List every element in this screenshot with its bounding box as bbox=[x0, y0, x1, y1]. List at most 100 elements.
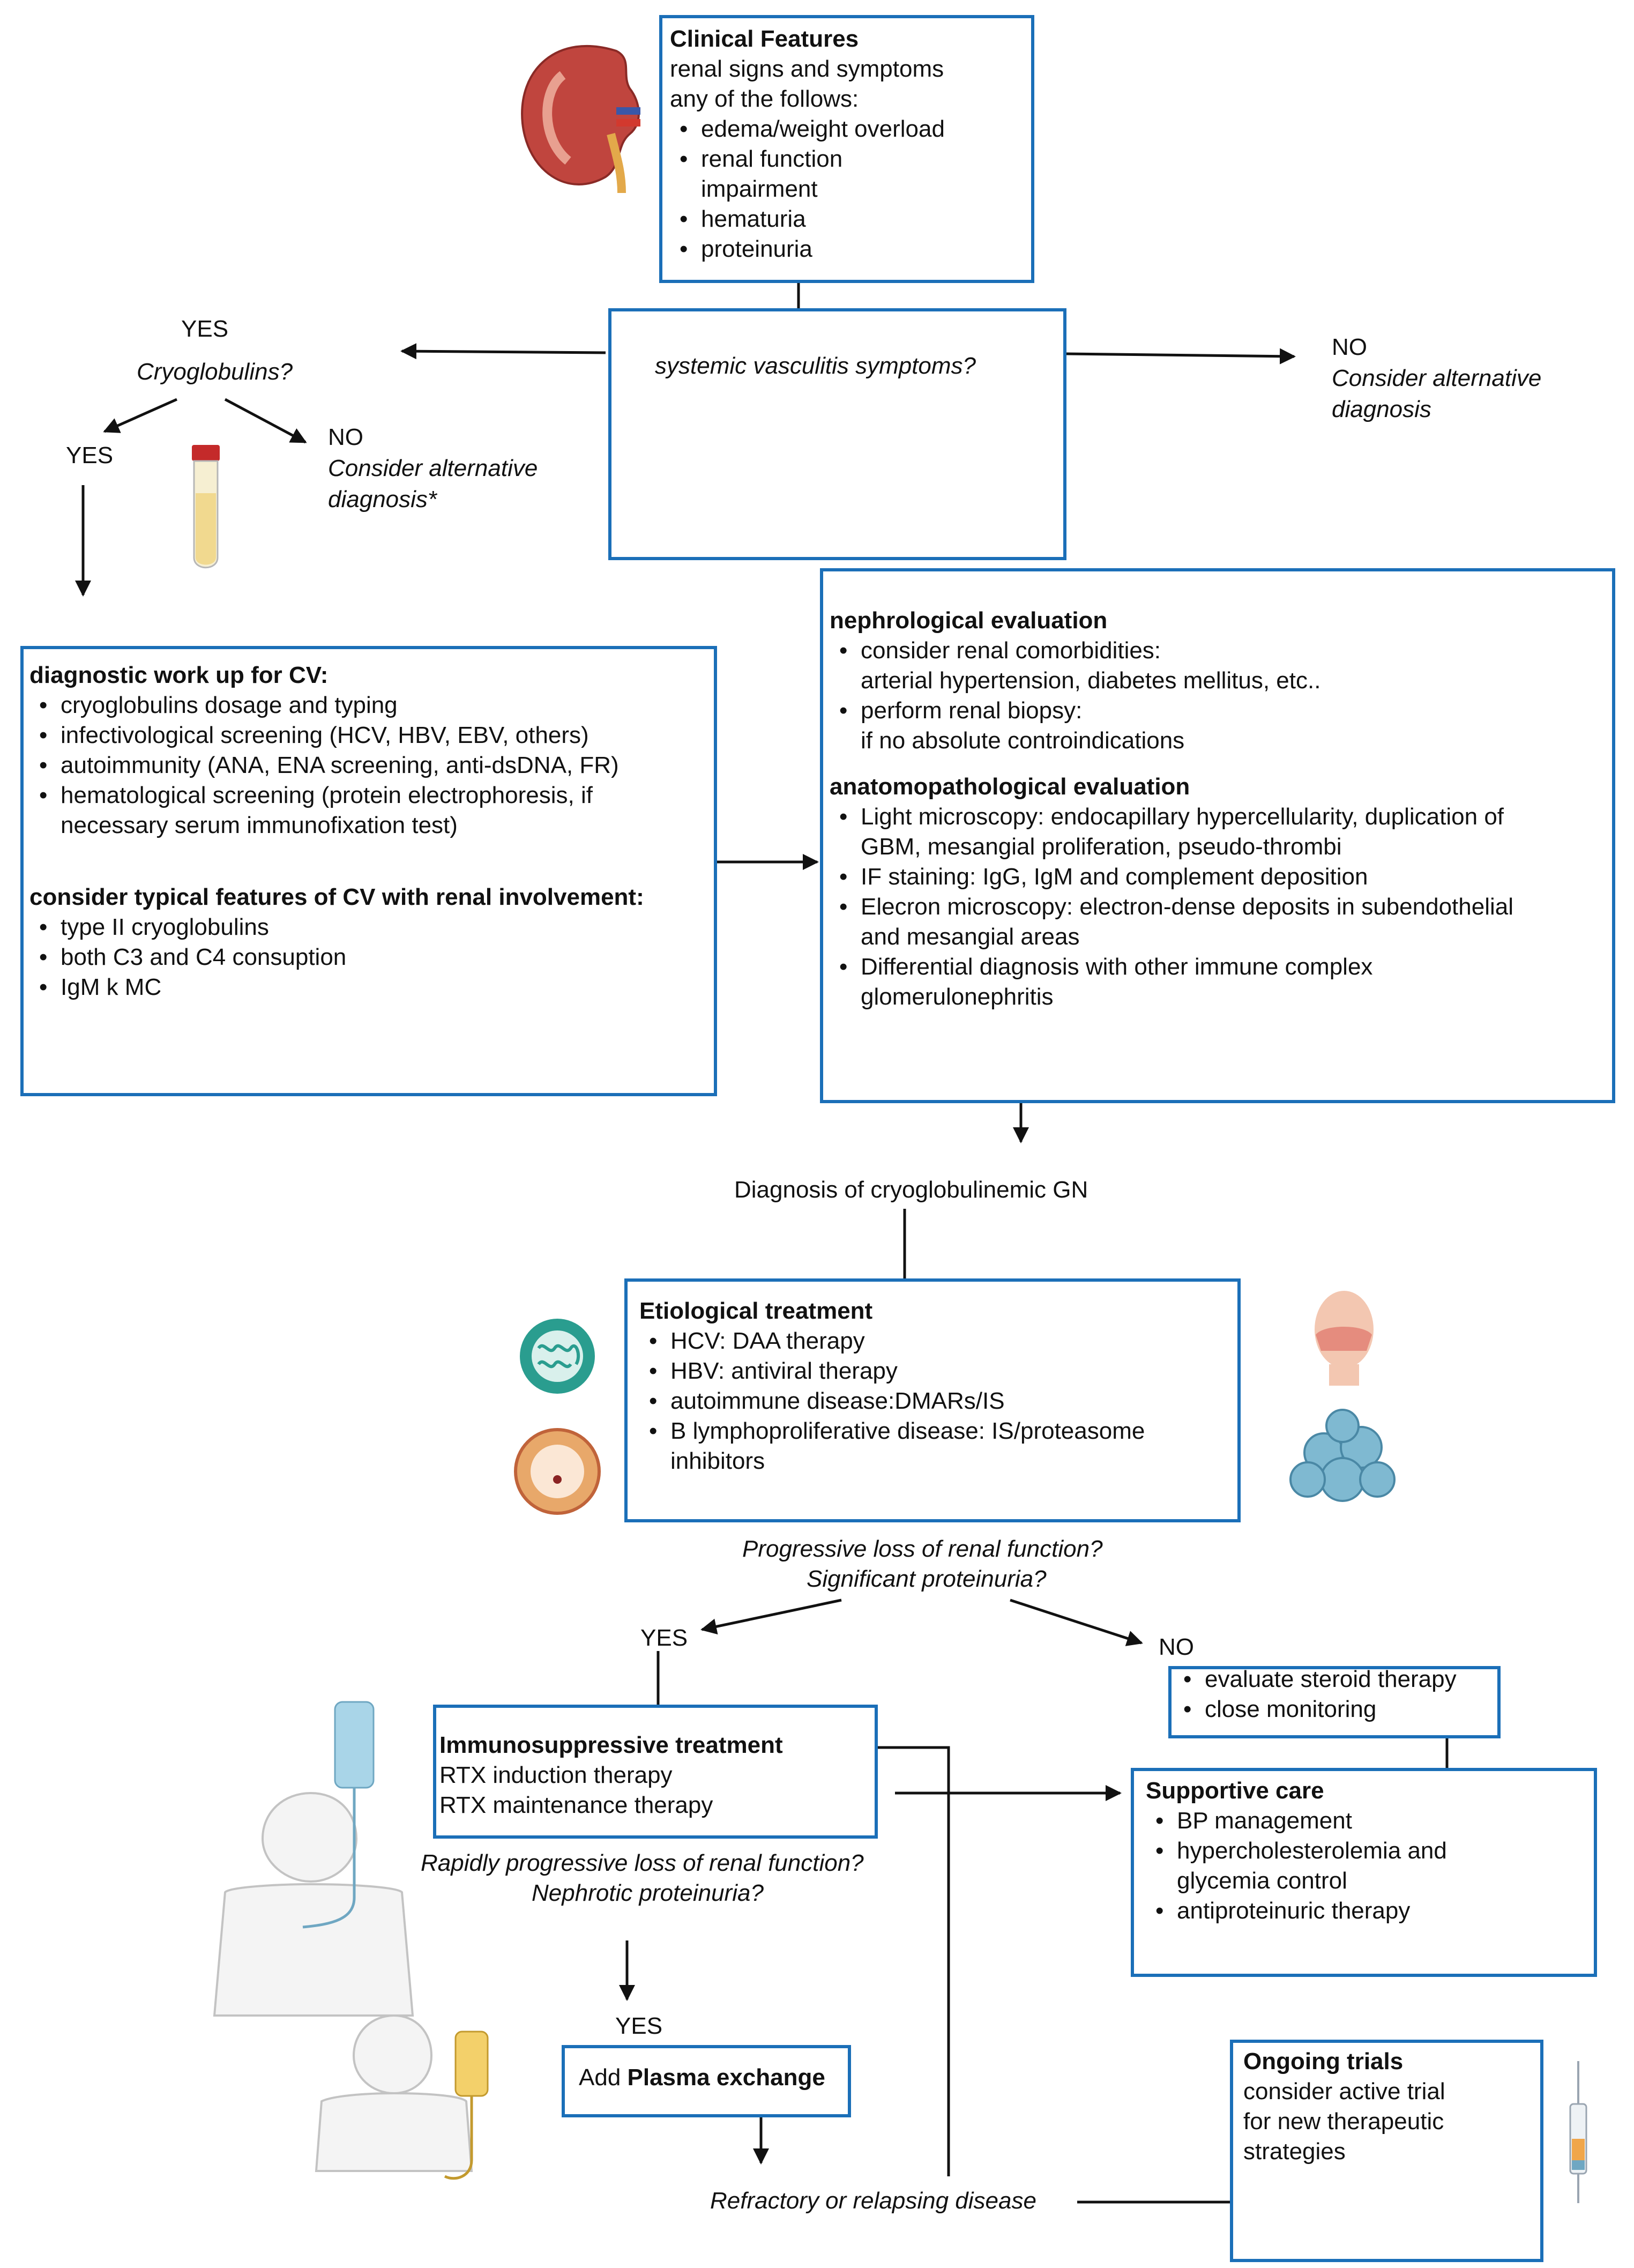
supportive-item-cholesterol: hypercholesterolemia and bbox=[1146, 1836, 1447, 1866]
anatomopathological-title: anatomopathological evaluation bbox=[830, 774, 1190, 800]
trials-content: Ongoing trials consider active trial for… bbox=[1243, 2047, 1445, 2167]
steroid-item-monitoring: close monitoring bbox=[1174, 1694, 1457, 1724]
cryoglobulins-question: Cryoglobulins? bbox=[137, 359, 293, 385]
clinical-item-renal-function: renal function bbox=[670, 144, 945, 174]
nephro-item-biopsy: perform renal biopsy: bbox=[830, 696, 1513, 726]
progress-question-line-1: Progressive loss of renal function? bbox=[742, 1536, 1103, 1562]
plasma-exchange-content: Add Plasma exchange bbox=[579, 2063, 825, 2093]
workup-typical-item-c3c4: both C3 and C4 consuption bbox=[29, 942, 644, 972]
vasculitis-box bbox=[608, 308, 1066, 560]
etiological-item-lymphoproliferative: B lymphoproliferative disease: IS/protea… bbox=[639, 1416, 1145, 1446]
supportive-item-bp: BP management bbox=[1146, 1806, 1447, 1836]
nephro-item-biopsy-cont: if no absolute controindications bbox=[861, 727, 1185, 754]
anat-item-if-staining: IF staining: IgG, IgM and complement dep… bbox=[830, 862, 1513, 892]
etiological-item-lymphoproliferative-cont: inhibitors bbox=[670, 1448, 765, 1474]
arrow-refractory-to-immuno bbox=[850, 1739, 950, 2176]
syringe-icon bbox=[1569, 2061, 1587, 2203]
yes-plasma-label: YES bbox=[615, 2013, 663, 2039]
lymphoproliferative-cells-icon bbox=[1289, 1409, 1396, 1502]
left-yes-label: YES bbox=[181, 316, 229, 342]
cryo-no-label: NO bbox=[328, 424, 363, 450]
vasculitis-question: systemic vasculitis symptoms? bbox=[655, 353, 976, 379]
clinical-item-renal-function-cont: impairment bbox=[701, 176, 818, 202]
nephrological-evaluation-content: nephrological evaluation consider renal … bbox=[830, 606, 1513, 1012]
etiological-title: Etiological treatment bbox=[639, 1298, 873, 1324]
steroid-item-evaluate: evaluate steroid therapy bbox=[1174, 1664, 1457, 1694]
trials-line-2: for new therapeutic bbox=[1243, 2108, 1444, 2135]
arrow-question-to-no bbox=[1010, 1598, 1143, 1646]
right-no-label: NO bbox=[1332, 334, 1367, 360]
arrow-vasculitis-to-no bbox=[1066, 348, 1296, 365]
patient-plasma-icon bbox=[315, 2014, 489, 2180]
clinical-item-hematuria: hematuria bbox=[670, 204, 945, 234]
immuno-line-1: RTX induction therapy bbox=[439, 1762, 673, 1788]
plasma-prefix: Add bbox=[579, 2064, 628, 2091]
nephro-item-comorbidities-cont: arterial hypertension, diabetes mellitus… bbox=[861, 667, 1321, 694]
hbv-virus-icon bbox=[514, 1428, 601, 1515]
rapid-question-line-1: Rapidly progressive loss of renal functi… bbox=[421, 1850, 864, 1876]
cryo-yes-label: YES bbox=[66, 442, 114, 469]
anat-item-light-microscopy-cont: GBM, mesangial proliferation, pseudo-thr… bbox=[861, 834, 1342, 860]
supportive-content: Supportive care BP management hyperchole… bbox=[1146, 1776, 1447, 1926]
arrow-cryo-to-yes bbox=[103, 398, 178, 433]
etiological-content: Etiological treatment HCV: DAA therapy H… bbox=[639, 1296, 1145, 1476]
workup-item-dosage: cryoglobulins dosage and typing bbox=[29, 690, 644, 720]
immunosuppressive-treatment-box bbox=[433, 1705, 878, 1839]
plasma-exchange-box bbox=[562, 2045, 851, 2117]
no-steroid-label: NO bbox=[1159, 1634, 1194, 1660]
supportive-item-antiproteinuric: antiproteinuric therapy bbox=[1146, 1896, 1447, 1926]
rapid-question-line-2: Nephrotic proteinuria? bbox=[532, 1880, 764, 1906]
right-no-line-1: Consider alternative bbox=[1332, 365, 1542, 391]
supportive-title: Supportive care bbox=[1146, 1778, 1324, 1804]
ongoing-trials-box bbox=[1230, 2040, 1543, 2262]
clinical-item-edema: edema/weight overload bbox=[670, 114, 945, 144]
plasma-bold: Plasma exchange bbox=[627, 2064, 825, 2091]
hcv-virus-icon bbox=[520, 1319, 595, 1394]
arrow-question-to-yes bbox=[700, 1598, 842, 1635]
anat-item-differential: Differential diagnosis with other immune… bbox=[830, 952, 1513, 982]
patient-iv-icon bbox=[213, 1701, 414, 2017]
workup-item-hematological-cont: necessary serum immunofixation test) bbox=[61, 812, 458, 838]
arrow-cryo-to-no bbox=[224, 398, 307, 444]
immuno-content: Immunosuppressive treatment RTX inductio… bbox=[439, 1730, 783, 1820]
clinical-features-title: Clinical Features bbox=[670, 26, 859, 52]
steroid-content: evaluate steroid therapy close monitorin… bbox=[1174, 1664, 1457, 1724]
supportive-item-cholesterol-cont: glycemia control bbox=[1177, 1868, 1347, 1894]
anat-item-light-microscopy: Light microscopy: endocapillary hypercel… bbox=[830, 802, 1513, 832]
cryo-no-line-1: Consider alternative bbox=[328, 455, 538, 481]
anat-item-differential-cont: glomerulonephritis bbox=[861, 984, 1054, 1010]
anat-item-electron-microscopy-cont: and mesangial areas bbox=[861, 924, 1080, 950]
clinical-features-content: Clinical Features renal signs and sympto… bbox=[670, 24, 945, 264]
clinical-line-1: renal signs and symptoms bbox=[670, 56, 944, 82]
right-no-line-2: diagnosis bbox=[1332, 396, 1431, 422]
etiological-item-hcv: HCV: DAA therapy bbox=[639, 1326, 1145, 1356]
diagnostic-workup-content: diagnostic work up for CV: cryoglobulins… bbox=[29, 660, 644, 1002]
workup-typical-item-type2: type II cryoglobulins bbox=[29, 912, 644, 942]
workup-typical-item-igm: IgM k MC bbox=[29, 972, 644, 1002]
yes-immuno-label: YES bbox=[640, 1625, 688, 1651]
workup-item-autoimmunity: autoimmunity (ANA, ENA screening, anti-d… bbox=[29, 750, 644, 780]
trials-line-1: consider active trial bbox=[1243, 2078, 1445, 2105]
etiological-item-autoimmune: autoimmune disease:DMARs/IS bbox=[639, 1386, 1145, 1416]
head-autoimmune-icon bbox=[1315, 1291, 1374, 1386]
supportive-care-box bbox=[1131, 1768, 1597, 1977]
kidney-icon bbox=[521, 44, 640, 194]
arrow-vasculitis-to-yes bbox=[400, 343, 606, 360]
refractory-label: Refractory or relapsing disease bbox=[710, 2188, 1036, 2214]
clinical-item-proteinuria: proteinuria bbox=[670, 234, 945, 264]
nephro-item-comorbidities: consider renal comorbidities: bbox=[830, 636, 1513, 666]
progress-question-line-2: Significant proteinuria? bbox=[807, 1566, 1047, 1592]
nephro-title: nephrological evaluation bbox=[830, 607, 1108, 634]
workup-item-infectivological: infectivological screening (HCV, HBV, EB… bbox=[29, 720, 644, 750]
anat-item-electron-microscopy: Elecron microscopy: electron-dense depos… bbox=[830, 892, 1513, 922]
immuno-line-2: RTX maintenance therapy bbox=[439, 1792, 713, 1818]
workup-item-hematological: hematological screening (protein electro… bbox=[29, 780, 644, 810]
test-tube-icon bbox=[192, 445, 220, 569]
trials-line-3: strategies bbox=[1243, 2138, 1346, 2165]
workup-title-2: consider typical features of CV with ren… bbox=[29, 884, 644, 910]
trials-title: Ongoing trials bbox=[1243, 2048, 1404, 2074]
etiological-item-hbv: HBV: antiviral therapy bbox=[639, 1356, 1145, 1386]
immuno-title: Immunosuppressive treatment bbox=[439, 1732, 783, 1758]
diagnosis-label: Diagnosis of cryoglobulinemic GN bbox=[734, 1177, 1088, 1203]
workup-title: diagnostic work up for CV: bbox=[29, 662, 329, 688]
